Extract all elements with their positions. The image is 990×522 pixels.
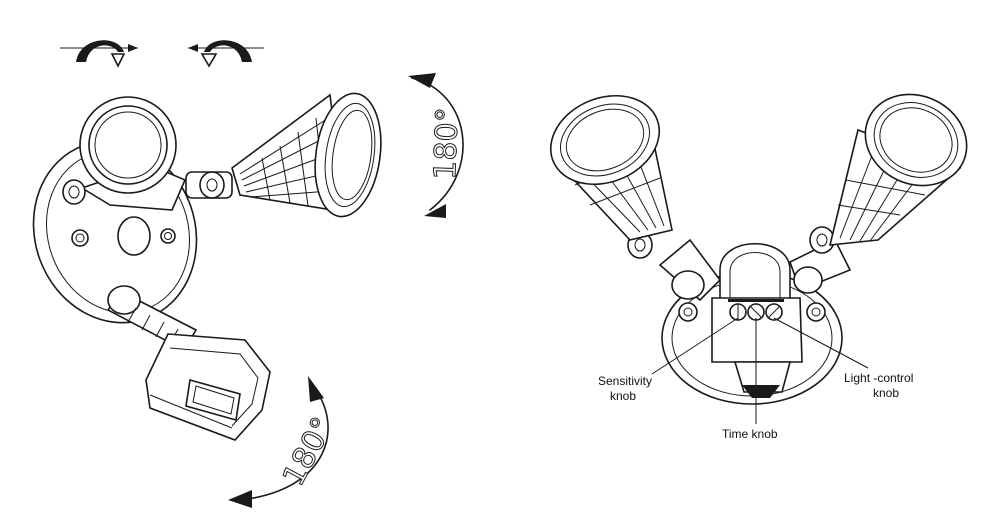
left-fixture-drawing: [32, 92, 382, 441]
rotate-cw-icon: [60, 40, 138, 68]
light-control-knob-label: Light -control: [844, 371, 913, 385]
knob-leader-lines: [651, 317, 869, 424]
rotation-label-top: 180°: [428, 107, 466, 180]
rotate-ccw-icon: [188, 40, 264, 68]
sensitivity-knob-label: Sensitivity: [598, 374, 652, 388]
sensitivity-knob-label-2: knob: [610, 389, 636, 403]
time-knob-label: Time knob: [722, 427, 778, 441]
light-control-knob-label-2: knob: [873, 386, 899, 400]
rotation-arc-top: 180°: [408, 73, 466, 218]
rotation-label-bottom: 180°: [276, 412, 341, 492]
right-fixture-drawing: [549, 93, 968, 405]
